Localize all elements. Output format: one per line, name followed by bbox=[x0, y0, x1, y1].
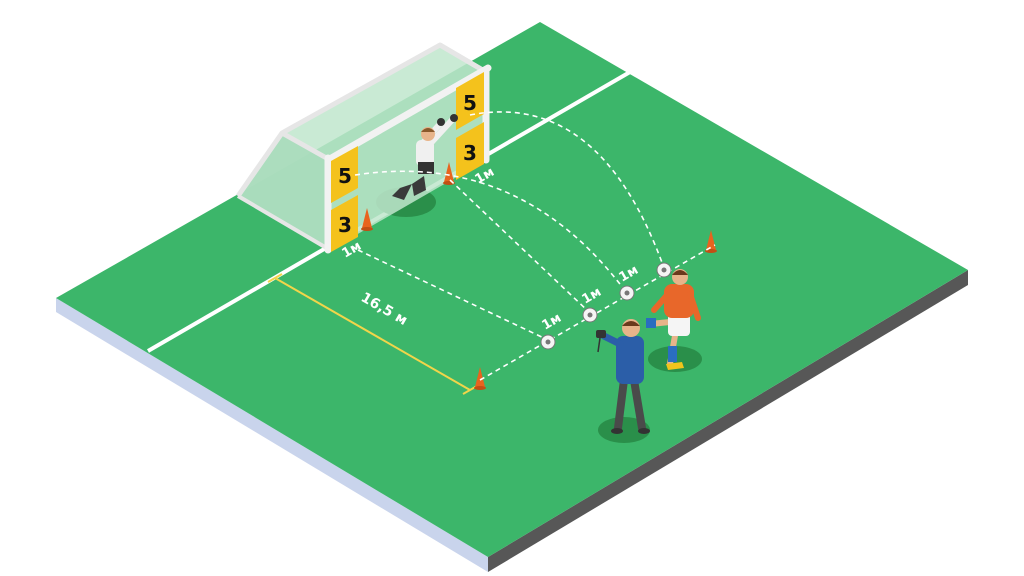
dashed-guides bbox=[354, 111, 716, 381]
target-top-right: 5 bbox=[456, 72, 484, 130]
goal-crossbar bbox=[324, 64, 492, 164]
coach-shadow bbox=[598, 417, 650, 443]
target-bottom-left: 3 bbox=[331, 195, 358, 252]
goal-frame-strut-left bbox=[280, 130, 332, 163]
cone-icon bbox=[361, 208, 373, 231]
goal-net-side bbox=[238, 133, 330, 250]
distance-tick-left bbox=[267, 273, 283, 283]
distance-line-16-5 bbox=[274, 277, 471, 391]
target-bottom-right: 3 bbox=[456, 122, 484, 180]
cone-icon bbox=[474, 367, 486, 390]
target-top-right-label: 5 bbox=[463, 91, 477, 115]
ball-icon bbox=[540, 334, 556, 350]
pitch-side-left bbox=[56, 298, 488, 572]
target-bottom-left-label: 3 bbox=[338, 213, 352, 237]
target-top-left: 5 bbox=[331, 146, 358, 203]
target-bottom-right-label: 3 bbox=[463, 141, 477, 165]
pitch-surface bbox=[56, 22, 968, 557]
ball-icon bbox=[619, 285, 635, 301]
target-top-left-label: 5 bbox=[338, 164, 352, 188]
ball-icon bbox=[582, 307, 598, 323]
goal-frame-base-left bbox=[236, 194, 332, 252]
player-figure bbox=[646, 269, 701, 370]
pitch-side-right bbox=[488, 270, 968, 572]
cone-icon bbox=[705, 230, 717, 253]
goalkeeper-figure bbox=[392, 114, 458, 200]
coach-figure bbox=[596, 319, 650, 434]
ball-icon bbox=[656, 262, 672, 278]
goal-frame-strut-right bbox=[438, 42, 488, 75]
